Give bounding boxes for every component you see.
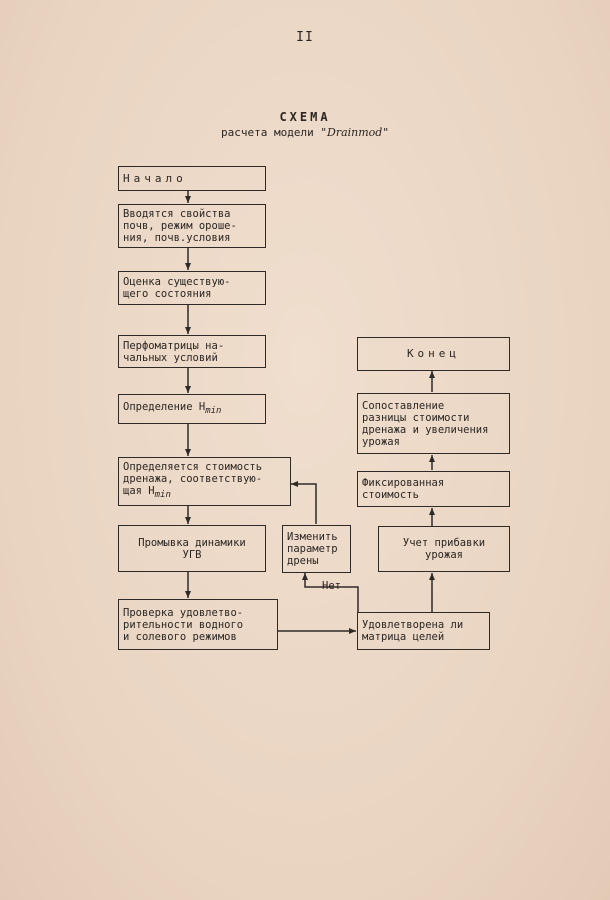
leaching-box: Промывка динамики УГВ [118, 525, 266, 572]
matrix-check-box: Удовлетворена ли матрица целей [357, 612, 490, 650]
assess-state-line-1: Оценка существую- [123, 276, 231, 288]
arrow-change-to-cost [291, 481, 317, 524]
start-box: Начало [118, 166, 266, 191]
compare-line-1: Сопоставление [362, 399, 445, 412]
end-label: Конец [406, 347, 461, 360]
drain-cost-line-3-main: щая H [123, 485, 155, 498]
check-regimes-line-3: и солевого режимов [123, 630, 237, 643]
change-param-line-2: параметр [287, 543, 338, 555]
yield-increase-line-2: урожая [425, 549, 463, 561]
drain-cost-line-3-sub: min [154, 490, 171, 501]
check-regimes-line-2: рительности водного [123, 618, 244, 631]
input-data-line-3: ния, почв.условия [123, 232, 231, 244]
define-hmin-box: Определение Hmin [118, 394, 266, 424]
compare-line-2: разницы стоимости [362, 411, 470, 424]
start-label: Начало [123, 171, 187, 185]
fixed-cost-line-2: стоимость [362, 489, 419, 501]
compare-line-3: дренажа и увеличения [362, 423, 489, 436]
drain-cost-line-1: Определяется стоимость [123, 461, 263, 474]
compare-line-4: урожая [362, 435, 400, 448]
input-data-line-2: почв, режим ороше- [123, 220, 237, 232]
drain-cost-line-2: дренажа, соответствую- [123, 473, 263, 486]
end-box: Конец [357, 337, 510, 371]
compare-box: Сопоставление разницы стоимости дренажа … [357, 393, 510, 454]
subtitle-suffix: " [382, 126, 389, 139]
scheme-title: СХЕМА [279, 110, 331, 124]
define-hmin-sub: min [205, 406, 222, 417]
perf-matrices-line-2: чальных условий [123, 351, 218, 364]
change-param-line-1: Изменить [287, 531, 338, 543]
define-hmin-text: Определение Hmin [123, 401, 261, 417]
subtitle-prefix: расчета модели " [221, 126, 327, 139]
leaching-line-2: УГВ [182, 548, 202, 561]
define-hmin-main: Определение H [123, 400, 206, 413]
no-label: Нет [322, 580, 341, 592]
yield-increase-box: Учет прибавки урожая [378, 526, 510, 572]
yield-increase-line-1: Учет прибавки [402, 537, 486, 549]
matrix-check-line-1: Удовлетворена ли [362, 619, 464, 631]
arrow-matrix-no-to-change [302, 573, 359, 612]
input-data-line-1: Вводятся свойства [123, 208, 231, 220]
check-regimes-box: Проверка удовлетво- рительности водного … [118, 599, 278, 650]
input-data-box: Вводятся свойства почв, режим ороше- ния… [118, 204, 266, 248]
scheme-subtitle: расчета модели "Drainmod" [0, 126, 610, 139]
leaching-line-1: Промывка динамики [138, 536, 246, 549]
drain-cost-box: Определяется стоимость дренажа, соответс… [118, 457, 291, 506]
change-param-line-3: дрены [287, 555, 319, 567]
assess-state-box: Оценка существую- щего состояния [118, 271, 266, 305]
model-name: Drainmod [327, 126, 383, 139]
change-param-box: Изменить параметр дрены [282, 525, 351, 573]
drain-cost-line-3: щая Hmin [123, 485, 286, 501]
check-regimes-line-1: Проверка удовлетво- [123, 606, 244, 619]
perf-matrices-line-1: Перфоматрицы на- [123, 339, 225, 352]
assess-state-line-2: щего состояния [123, 288, 212, 300]
fixed-cost-box: Фиксированная стоимость [357, 471, 510, 507]
perf-matrices-box: Перфоматрицы на- чальных условий [118, 335, 266, 368]
fixed-cost-line-1: Фиксированная [362, 477, 445, 489]
page-number: II [296, 30, 314, 45]
matrix-check-line-2: матрица целей [362, 631, 445, 643]
